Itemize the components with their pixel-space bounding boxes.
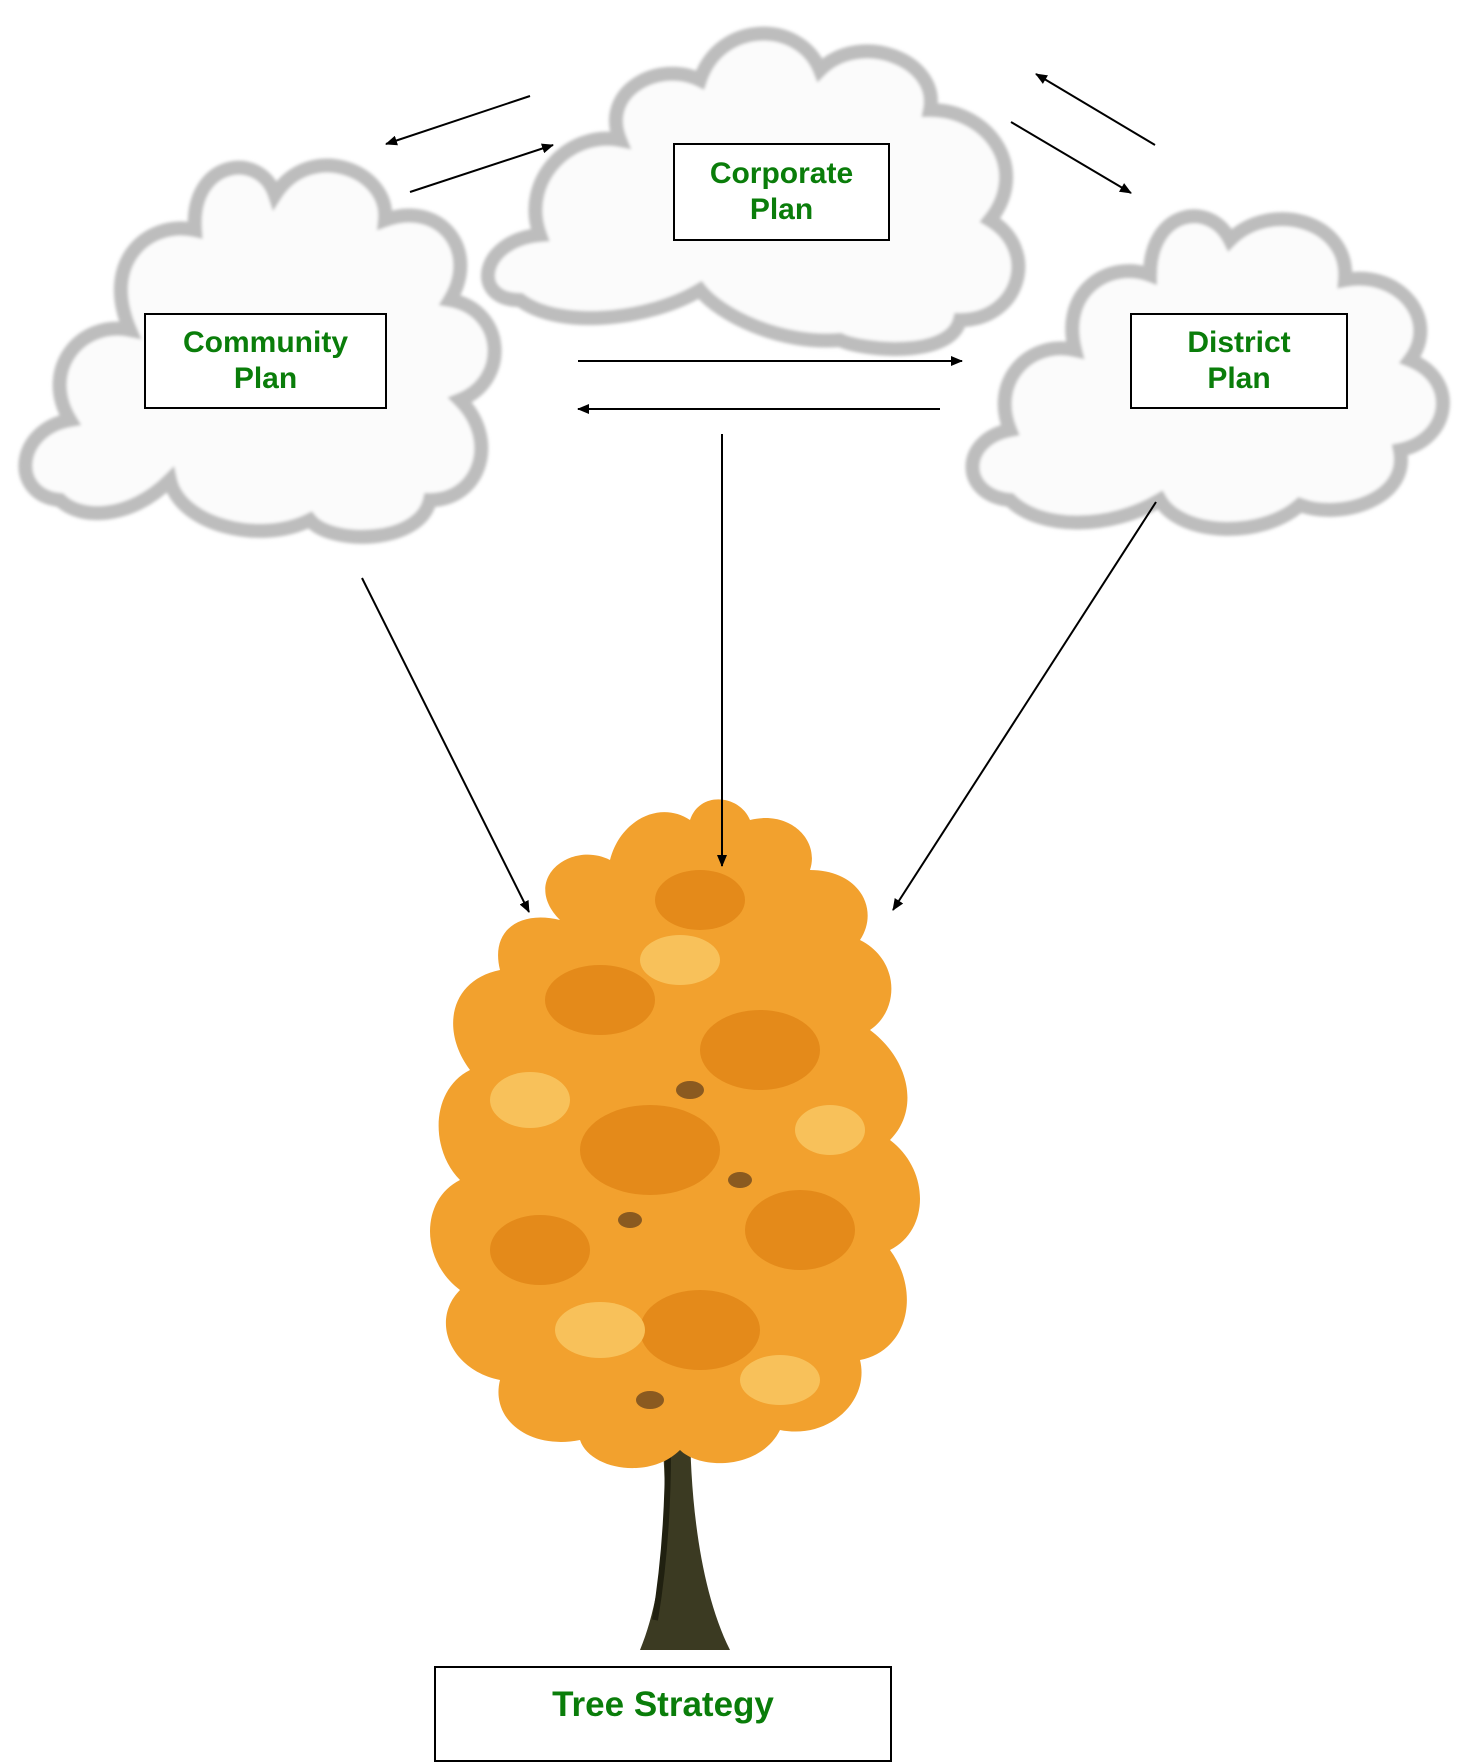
- node-tree-strategy: Tree Strategy: [434, 1666, 892, 1762]
- node-community-line1: Community: [183, 326, 348, 359]
- arrows: [361, 73, 1157, 913]
- tree-illustration: [430, 799, 920, 1650]
- arrow-district-to-corporate: [1035, 73, 1156, 146]
- node-tree-label: Tree Strategy: [552, 1685, 774, 1724]
- node-district-plan: District Plan: [1130, 313, 1348, 409]
- arrow-corporate-to-community: [385, 95, 531, 146]
- arrow-community-to-tree: [361, 577, 530, 913]
- node-district-line1: District: [1187, 326, 1291, 359]
- node-corporate-line1: Corporate: [709, 157, 854, 190]
- node-community-plan: Community Plan: [144, 313, 387, 409]
- node-corporate-line2: Plan: [749, 193, 814, 226]
- node-community-line2: Plan: [233, 362, 298, 395]
- node-corporate-plan: Corporate Plan: [673, 143, 890, 241]
- arrow-community-to-corporate: [409, 143, 554, 193]
- arrow-corporate-to-district: [1010, 121, 1132, 194]
- arrow-district-to-tree: [892, 501, 1157, 911]
- node-district-line2: Plan: [1207, 362, 1271, 395]
